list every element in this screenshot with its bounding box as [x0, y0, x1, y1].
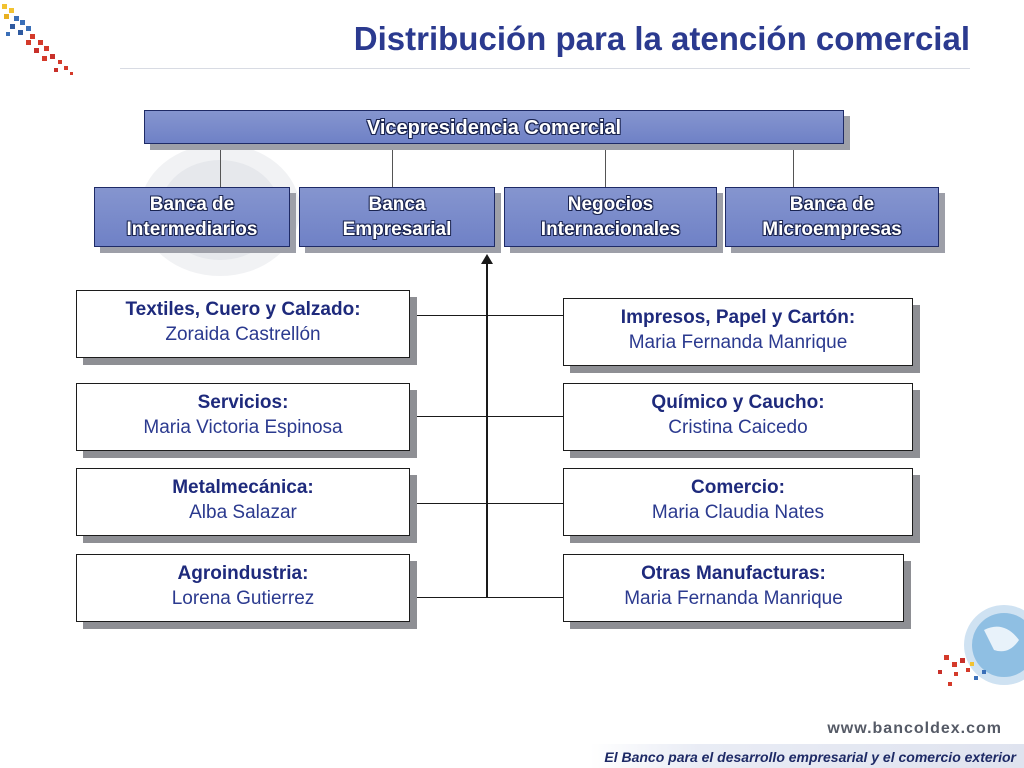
sector-name: Químico y Caucho: — [651, 392, 825, 413]
bancoldex-logo-icon — [2, 4, 73, 75]
division-box-intermediarios: Banca de Intermediarios — [94, 187, 290, 247]
sector-name: Comercio: — [691, 477, 785, 498]
sector-box: Impresos, Papel y Cartón: Maria Fernanda… — [563, 298, 913, 366]
sector-box: Químico y Caucho: Cristina Caicedo — [563, 383, 913, 451]
division-label: Negocios — [567, 194, 654, 215]
sector-box: Otras Manufacturas: Maria Fernanda Manri… — [563, 554, 904, 622]
sector-name: Impresos, Papel y Cartón: — [620, 307, 856, 328]
division-box-microempresas: Banca de Microempresas — [725, 187, 939, 247]
vicepresidencia-box: Vicepresidencia Comercial — [144, 110, 844, 144]
division-box-internacionales: Negocios Internacionales — [504, 187, 717, 247]
sector-contact: Cristina Caicedo — [668, 417, 808, 438]
branch-line — [410, 503, 565, 504]
sector-contact: Maria Claudia Nates — [651, 502, 825, 523]
connector-line — [220, 144, 221, 187]
sector-contact: Alba Salazar — [189, 502, 297, 523]
sector-name: Metalmecánica: — [172, 477, 314, 498]
vicepresidencia-label: Vicepresidencia Comercial — [366, 117, 622, 139]
sector-name: Otras Manufacturas: — [641, 563, 826, 584]
division-label: Banca de — [789, 194, 875, 215]
title-divider — [120, 68, 970, 69]
globe-logo-icon — [938, 605, 1024, 686]
sector-contact: Maria Victoria Espinosa — [143, 417, 343, 438]
sector-contact: Lorena Gutierrez — [171, 588, 315, 609]
slide-title: Distribución para la atención comercial — [353, 20, 970, 57]
sector-box: Textiles, Cuero y Calzado: Zoraida Castr… — [76, 290, 410, 358]
sector-name: Textiles, Cuero y Calzado: — [125, 299, 361, 320]
arrow-up-icon — [481, 254, 493, 264]
footer-tagline: El Banco para el desarrollo empresarial … — [604, 749, 1016, 765]
connector-line — [605, 144, 606, 187]
connector-line — [793, 144, 794, 187]
division-label: Internacionales — [540, 219, 681, 240]
division-label: Microempresas — [762, 219, 902, 240]
sector-contact: Maria Fernanda Manrique — [624, 588, 843, 609]
branch-line — [410, 597, 565, 598]
sector-box: Metalmecánica: Alba Salazar — [76, 468, 410, 536]
sector-name: Agroindustria: — [177, 563, 309, 584]
footer-url: www.bancoldex.com — [827, 720, 1002, 737]
division-label: Intermediarios — [126, 219, 258, 240]
division-label: Banca de — [149, 194, 235, 215]
sector-box: Servicios: Maria Victoria Espinosa — [76, 383, 410, 451]
sector-name: Servicios: — [197, 392, 289, 413]
sector-box: Agroindustria: Lorena Gutierrez — [76, 554, 410, 622]
connector-line — [392, 144, 393, 187]
division-label: Empresarial — [342, 219, 452, 240]
sector-box: Comercio: Maria Claudia Nates — [563, 468, 913, 536]
division-label: Banca — [368, 194, 426, 215]
branch-line — [410, 416, 565, 417]
branch-line — [410, 315, 565, 316]
division-box-empresarial: Banca Empresarial — [299, 187, 495, 247]
sector-contact: Maria Fernanda Manrique — [628, 332, 848, 353]
trunk-line — [486, 262, 488, 598]
sector-contact: Zoraida Castrellón — [165, 324, 321, 345]
footer-bar — [590, 744, 1024, 768]
